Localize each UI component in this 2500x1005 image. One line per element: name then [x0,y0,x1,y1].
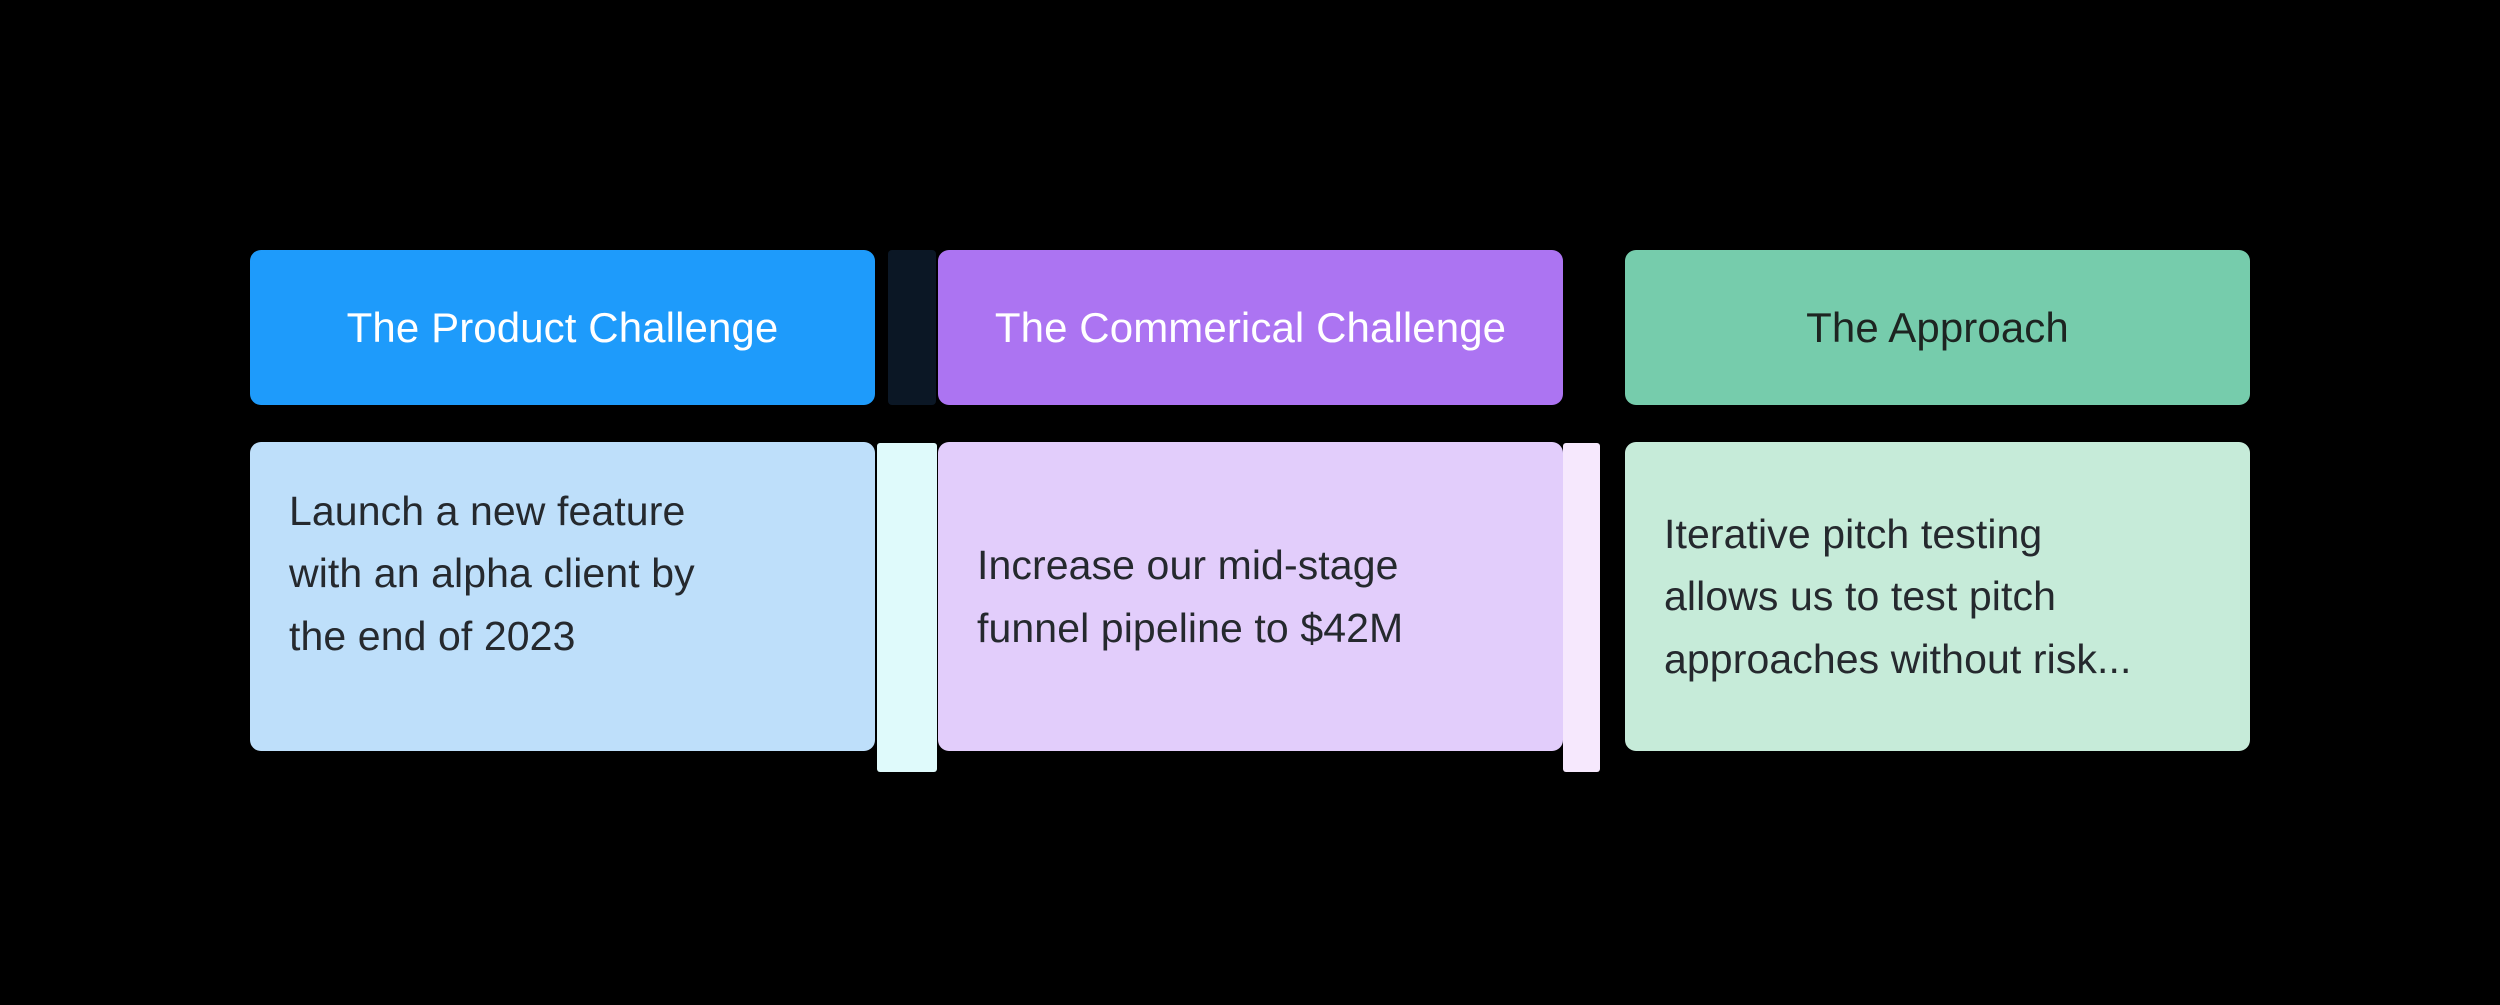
header-card-commerical-challenge[interactable]: The Commerical Challenge [938,250,1563,405]
header-card-approach[interactable]: The Approach [1625,250,2250,405]
gap-sliver-body-2 [1563,443,1600,772]
header-card-label: The Commerical Challenge [994,303,1507,351]
column-product-challenge: The Product Challenge Launch a new featu… [250,250,875,751]
gap-sliver-body-1 [877,443,937,772]
body-card-text: Increase our mid-stage funnel pipeline t… [977,542,1404,651]
body-card-commerical-challenge[interactable]: Increase our mid-stage funnel pipeline t… [938,442,1563,751]
header-card-product-challenge[interactable]: The Product Challenge [250,250,875,405]
body-card-text: Launch a new feature with an alpha clien… [289,488,695,659]
header-card-label: The Approach [1806,303,2069,351]
column-approach: The Approach Iterative pitch testing all… [1625,250,2250,751]
body-card-approach[interactable]: Iterative pitch testing allows us to tes… [1625,442,2250,751]
header-card-label: The Product Challenge [346,303,779,351]
column-commerical-challenge: The Commerical Challenge Increase our mi… [938,250,1563,751]
gap-sliver-header-1 [888,250,936,405]
body-card-text: Iterative pitch testing allows us to tes… [1664,511,2132,682]
body-card-product-challenge[interactable]: Launch a new feature with an alpha clien… [250,442,875,751]
